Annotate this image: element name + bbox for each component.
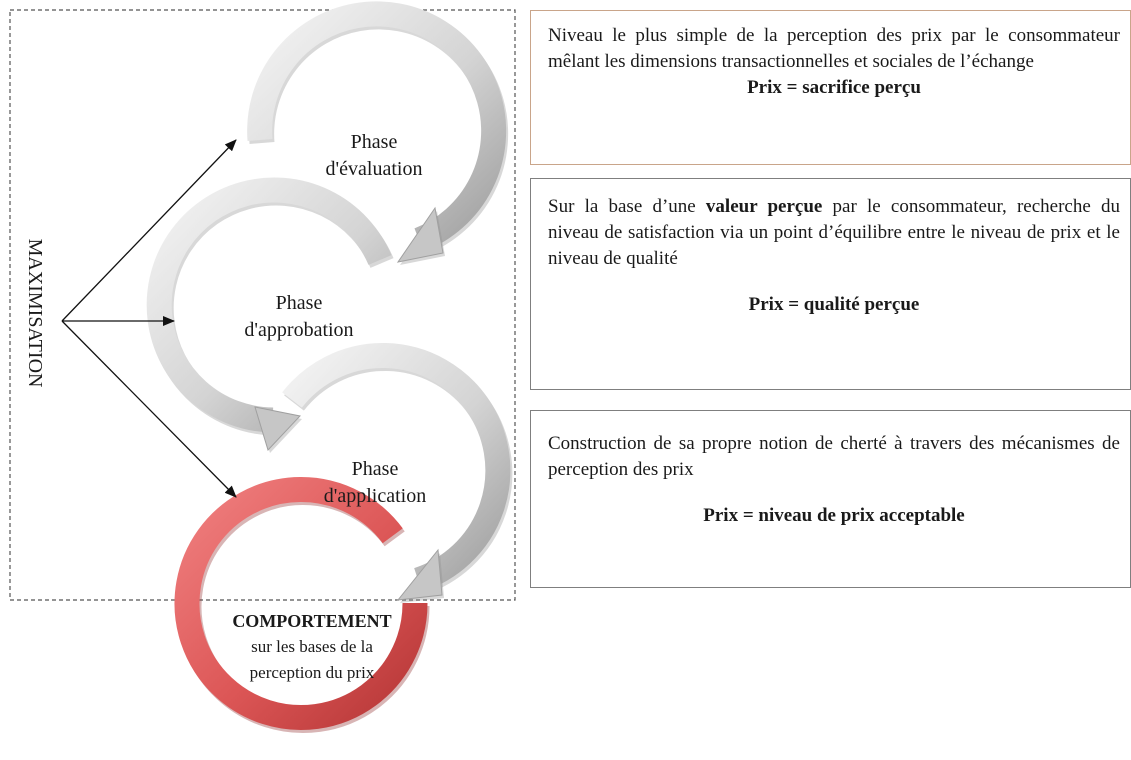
phase-evaluation-line1: Phase bbox=[351, 131, 398, 153]
box-2-description: Sur la base d’une valeur perçue par le c… bbox=[548, 194, 1120, 272]
box-2-desc-before: Sur la base d’une bbox=[548, 196, 706, 217]
grey-cycle-arrow-3-icon bbox=[282, 343, 513, 603]
description-box-2: Sur la base d’une valeur perçue par le c… bbox=[530, 178, 1131, 390]
description-box-1: Niveau le plus simple de la perception d… bbox=[530, 10, 1131, 165]
box-2-desc-bold: valeur perçue bbox=[705, 196, 823, 217]
box-3-description: Construction de sa propre notion de cher… bbox=[548, 433, 1120, 480]
outcome-line1: sur les bases de la bbox=[251, 637, 373, 656]
maximisation-label: MAXIMISATION bbox=[24, 239, 46, 388]
box-1-formula: Prix = sacrifice perçu bbox=[747, 77, 921, 98]
phase-application-line2: d'application bbox=[324, 485, 426, 507]
box-2-formula: Prix = qualité perçue bbox=[748, 294, 920, 315]
phase-application-label: Phase d'application bbox=[324, 458, 426, 507]
outcome-label: COMPORTEMENT sur les bases de la percept… bbox=[232, 611, 391, 682]
maximisation-frame bbox=[9, 9, 516, 601]
box-2-desc-after: par le consommateur, recherche du niveau… bbox=[548, 196, 1120, 269]
outcome-title: COMPORTEMENT bbox=[232, 611, 391, 631]
box-1-description: Niveau le plus simple de la perception d… bbox=[548, 25, 1120, 72]
outcome-line2: perception du prix bbox=[250, 663, 375, 682]
branch-arrow-application-icon bbox=[61, 320, 237, 498]
phase-evaluation-label: Phase d'évaluation bbox=[326, 131, 423, 180]
branch-arrows bbox=[61, 139, 237, 498]
phase-evaluation-line2: d'évaluation bbox=[326, 158, 423, 180]
red-cycle-arrow-icon bbox=[174, 477, 430, 733]
grey-cycle-arrow-2-icon bbox=[146, 177, 394, 453]
description-box-3: Construction de sa propre notion de cher… bbox=[530, 410, 1131, 588]
phase-approbation-label: Phase d'approbation bbox=[244, 292, 353, 341]
phase-application-line1: Phase bbox=[352, 458, 399, 480]
phase-approbation-line2: d'approbation bbox=[244, 319, 353, 341]
box-3-formula: Prix = niveau de prix acceptable bbox=[703, 505, 965, 526]
grey-cycle-arrow-1-icon bbox=[247, 1, 509, 265]
phase-approbation-line1: Phase bbox=[276, 292, 323, 314]
branch-arrow-evaluation-icon bbox=[61, 139, 237, 322]
